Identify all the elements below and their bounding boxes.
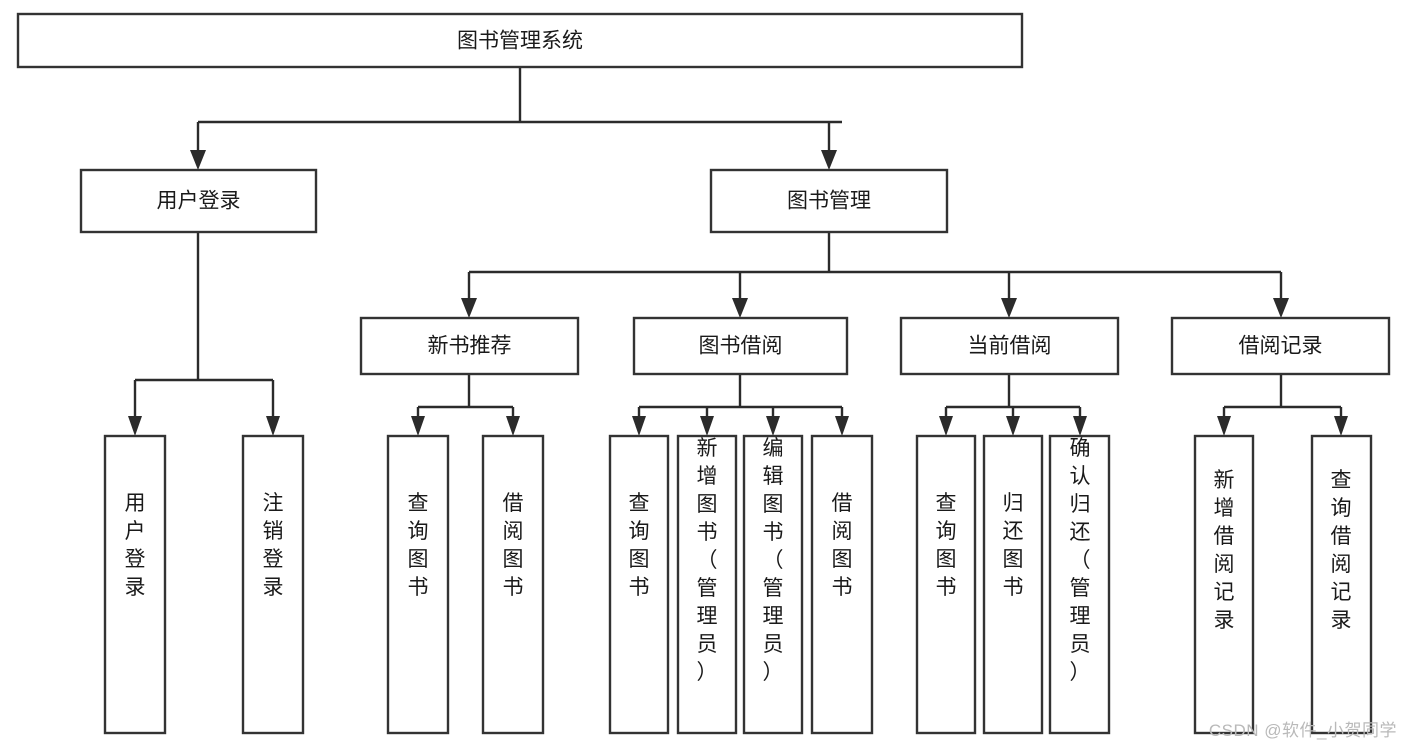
- node-leaf-query-book-3[interactable]: 查询图书: [915, 434, 977, 735]
- node-leaf-query-record[interactable]: 查询借阅记录: [1310, 434, 1373, 735]
- node-leaf-query-book-3-box[interactable]: [915, 434, 977, 735]
- node-root-box[interactable]: [16, 12, 1024, 69]
- node-leaf-confirm-return-label: 确认归还（管理员）: [1070, 437, 1091, 684]
- node-root-label: 图书管理系统: [457, 30, 583, 53]
- arrow-head-leaf-confirm-return: [1073, 416, 1087, 436]
- arrow-head-leaf-borrow-book-1: [506, 416, 520, 436]
- arrow-head-leaf-borrow-book-2: [835, 416, 849, 436]
- node-layer: 图书管理系统 用户登录 图书管理 新书推荐 图书借阅: [16, 12, 1391, 735]
- node-leaf-user-login-label: 用户登录: [125, 492, 146, 599]
- node-leaf-confirm-return[interactable]: 确认归还（管理员）: [1048, 434, 1111, 735]
- node-leaf-logout-box[interactable]: [241, 434, 305, 735]
- arrow-head-user-login: [190, 150, 206, 170]
- node-new-book-rec-label: 新书推荐: [428, 335, 512, 358]
- arrow-head-new-book-rec: [461, 298, 477, 318]
- node-leaf-edit-book-label: 编辑图书（管理员）: [763, 437, 784, 684]
- node-leaf-edit-book[interactable]: 编辑图书（管理员）: [742, 434, 804, 735]
- node-book-manage-label: 图书管理: [787, 190, 871, 213]
- node-leaf-add-record[interactable]: 新增借阅记录: [1193, 434, 1255, 735]
- node-borrow-record-box[interactable]: [1170, 316, 1391, 376]
- node-new-book-rec-box[interactable]: [359, 316, 580, 376]
- node-leaf-query-book-1[interactable]: 查询图书: [386, 434, 450, 735]
- node-leaf-query-book-2[interactable]: 查询图书: [608, 434, 670, 735]
- node-book-borrow-box[interactable]: [632, 316, 849, 376]
- node-book-borrow-label: 图书借阅: [699, 335, 783, 358]
- arrow-head-leaf-logout: [266, 416, 280, 436]
- node-leaf-return-book-box[interactable]: [982, 434, 1044, 735]
- node-leaf-borrow-book-2[interactable]: 借阅图书: [810, 434, 874, 735]
- node-leaf-add-record-label: 新增借阅记录: [1214, 469, 1235, 632]
- node-root[interactable]: 图书管理系统: [16, 12, 1024, 69]
- arrow-head-leaf-add-book: [700, 416, 714, 436]
- arrow-head-current-borrow: [1001, 298, 1017, 318]
- arrow-head-book-manage: [821, 150, 837, 170]
- node-leaf-return-book[interactable]: 归还图书: [982, 434, 1044, 735]
- node-leaf-add-book-label: 新增图书（管理员）: [697, 437, 718, 684]
- node-leaf-query-book-1-label: 查询图书: [408, 492, 429, 599]
- node-current-borrow[interactable]: 当前借阅: [899, 316, 1120, 376]
- node-current-borrow-box[interactable]: [899, 316, 1120, 376]
- node-current-borrow-label: 当前借阅: [968, 335, 1052, 358]
- node-leaf-borrow-book-1[interactable]: 借阅图书: [481, 434, 545, 735]
- node-leaf-borrow-book-1-label: 借阅图书: [503, 492, 524, 599]
- node-leaf-user-login-box[interactable]: [103, 434, 167, 735]
- node-book-manage[interactable]: 图书管理: [709, 168, 949, 234]
- arrow-head-leaf-query-book-1: [411, 416, 425, 436]
- node-leaf-query-book-3-label: 查询图书: [936, 492, 957, 599]
- node-leaf-user-login[interactable]: 用户登录: [103, 434, 167, 735]
- node-borrow-record[interactable]: 借阅记录: [1170, 316, 1391, 376]
- arrow-head-leaf-query-book-2: [632, 416, 646, 436]
- arrow-head-leaf-return-book: [1006, 416, 1020, 436]
- node-leaf-add-book-box[interactable]: [676, 434, 738, 735]
- connector-layer: [128, 67, 1348, 436]
- node-user-login-label: 用户登录: [157, 190, 241, 213]
- node-leaf-add-record-box[interactable]: [1193, 434, 1255, 735]
- node-leaf-query-book-2-label: 查询图书: [629, 492, 650, 599]
- arrow-head-leaf-query-record: [1334, 416, 1348, 436]
- node-leaf-edit-book-box[interactable]: [742, 434, 804, 735]
- node-new-book-rec[interactable]: 新书推荐: [359, 316, 580, 376]
- node-leaf-return-book-label: 归还图书: [1003, 492, 1024, 599]
- arrow-head-leaf-query-book-3: [939, 416, 953, 436]
- node-leaf-logout-label: 注销登录: [263, 492, 284, 599]
- node-leaf-borrow-book-1-box[interactable]: [481, 434, 545, 735]
- node-leaf-query-record-label: 查询借阅记录: [1331, 469, 1352, 632]
- node-leaf-add-book[interactable]: 新增图书（管理员）: [676, 434, 738, 735]
- arrow-head-borrow-record: [1273, 298, 1289, 318]
- node-leaf-borrow-book-2-label: 借阅图书: [832, 492, 853, 599]
- arrow-head-leaf-add-record: [1217, 416, 1231, 436]
- node-book-manage-box[interactable]: [709, 168, 949, 234]
- node-borrow-record-label: 借阅记录: [1239, 335, 1323, 358]
- arrow-head-book-borrow: [732, 298, 748, 318]
- node-user-login-box[interactable]: [79, 168, 318, 234]
- node-book-borrow[interactable]: 图书借阅: [632, 316, 849, 376]
- arrow-head-leaf-user-login: [128, 416, 142, 436]
- node-leaf-borrow-book-2-box[interactable]: [810, 434, 874, 735]
- arrow-head-leaf-edit-book: [766, 416, 780, 436]
- node-user-login[interactable]: 用户登录: [79, 168, 318, 234]
- node-leaf-query-record-box[interactable]: [1310, 434, 1373, 735]
- node-leaf-logout[interactable]: 注销登录: [241, 434, 305, 735]
- node-leaf-query-book-2-box[interactable]: [608, 434, 670, 735]
- node-leaf-query-book-1-box[interactable]: [386, 434, 450, 735]
- node-leaf-confirm-return-box[interactable]: [1048, 434, 1111, 735]
